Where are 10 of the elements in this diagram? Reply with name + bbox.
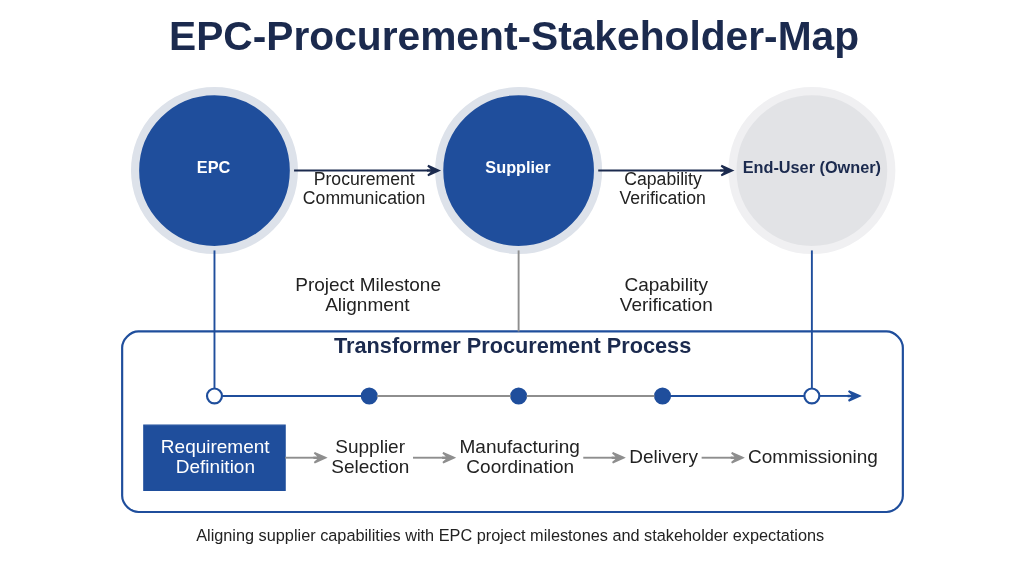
diagram-title: EPC-Procurement-Stakeholder-Map [168,13,859,60]
label: Project Milestone Alignment [294,273,441,316]
label: Capability Verification [619,273,713,316]
node-text: Supplier Selection [330,435,409,477]
caption: Aligning supplier capabilities with EPC project milestones and stakeholder expectations [195,526,824,545]
edge-label: Procurement Communication [302,168,425,208]
node-text: Commissioning [747,445,878,467]
node-text: Manufacturing Coordination [459,435,580,477]
node-text: Delivery [628,445,698,467]
edge-label: Capability Verification [619,168,706,208]
